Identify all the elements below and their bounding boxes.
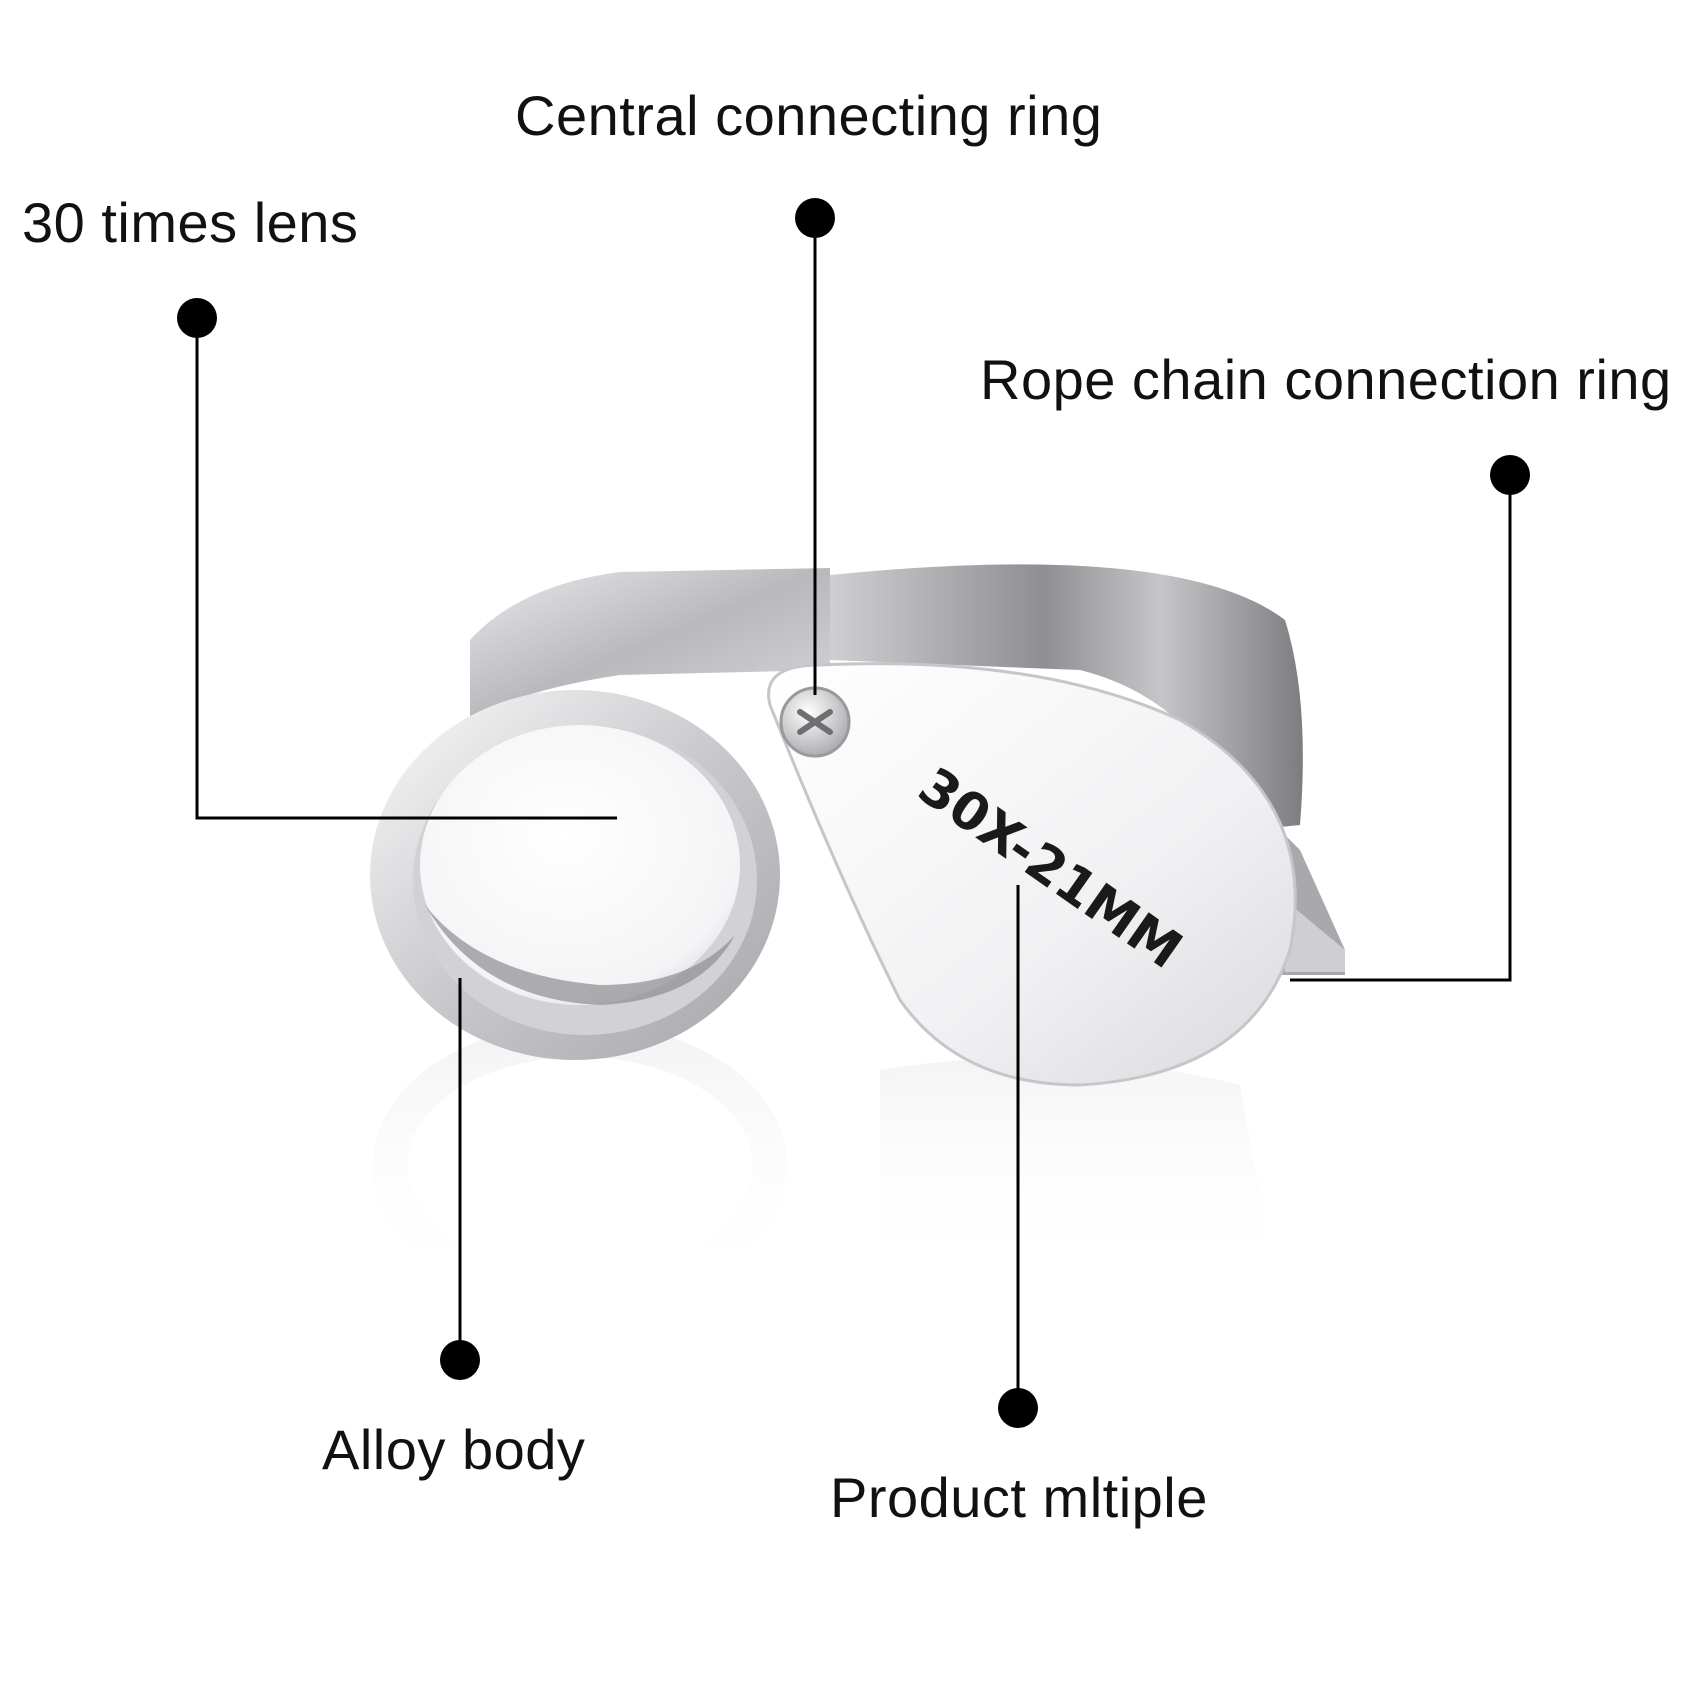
alloy-body-arm bbox=[470, 568, 830, 720]
leader-lines bbox=[195, 218, 1512, 1408]
dot-lens bbox=[177, 298, 217, 338]
dot-central-ring bbox=[795, 198, 835, 238]
leader-rope-ring bbox=[1290, 475, 1512, 982]
dot-product-multiple bbox=[998, 1388, 1038, 1428]
label-30-times-lens: 30 times lens bbox=[22, 191, 359, 254]
label-central-connecting-ring: Central connecting ring bbox=[515, 84, 1103, 147]
cover-plate bbox=[767, 662, 1297, 1087]
lens-glass bbox=[420, 725, 740, 1005]
leader-lens bbox=[195, 318, 617, 820]
label-rope-chain-connection-ring: Rope chain connection ring bbox=[980, 348, 1672, 411]
dot-rope-ring bbox=[1490, 455, 1530, 495]
dot-alloy-body bbox=[440, 1340, 480, 1380]
label-alloy-body: Alloy body bbox=[322, 1418, 586, 1481]
callout-dots bbox=[177, 198, 1530, 1428]
label-product-multiple: Product mltiple bbox=[830, 1466, 1208, 1529]
brushed-frame bbox=[830, 564, 1303, 830]
